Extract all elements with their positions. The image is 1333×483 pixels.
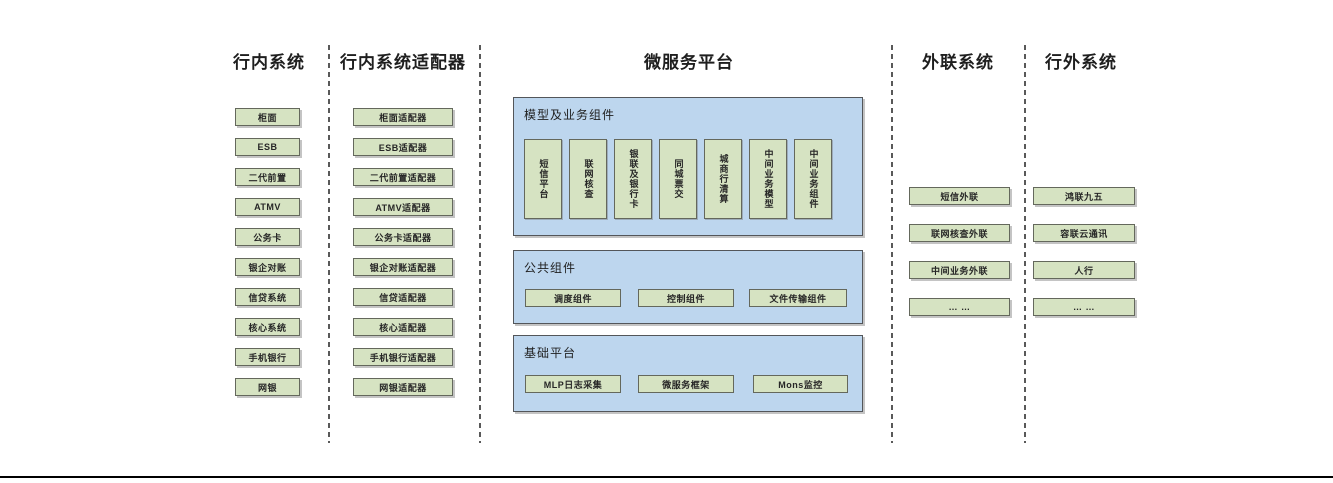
panel-base-platform: 基础平台 MLP日志采集 微服务框架 Mons监控 <box>513 335 863 412</box>
internal-system-node: ESB <box>235 138 300 156</box>
model-components-row: 短信平台 联网核查 银联及银行卡 同城票交 城商行清算 中间业务模型 中间业务组… <box>524 139 832 219</box>
common-component-node: 文件传输组件 <box>749 289 847 307</box>
column-title-microservice-platform: 微服务平台 <box>644 53 734 72</box>
internal-system-node: 手机银行 <box>235 348 300 366</box>
external-system-node: 鸿联九五 <box>1033 187 1135 205</box>
adapter-node: 二代前置适配器 <box>353 168 453 186</box>
bottom-rule <box>0 476 1333 478</box>
adapter-node: 银企对账适配器 <box>353 258 453 276</box>
component-node: 城商行清算 <box>704 139 742 219</box>
adapter-node: 手机银行适配器 <box>353 348 453 366</box>
external-system-node: 人行 <box>1033 261 1135 279</box>
base-platform-node: Mons监控 <box>753 375 848 393</box>
component-label: 联网核查 <box>583 159 594 199</box>
common-component-node: 控制组件 <box>638 289 734 307</box>
adapter-node: ESB适配器 <box>353 138 453 156</box>
base-platform-node: MLP日志采集 <box>525 375 621 393</box>
column-title-internal-systems: 行内系统 <box>233 53 305 72</box>
adapter-node: 核心适配器 <box>353 318 453 336</box>
adapter-node: 信贷适配器 <box>353 288 453 306</box>
outbound-system-node: … … <box>909 298 1010 316</box>
common-component-node: 调度组件 <box>525 289 621 307</box>
internal-system-node: 公务卡 <box>235 228 300 246</box>
internal-system-node: 柜面 <box>235 108 300 126</box>
adapter-node: 公务卡适配器 <box>353 228 453 246</box>
outbound-system-node: 短信外联 <box>909 187 1010 205</box>
component-label: 中间业务模型 <box>763 149 774 209</box>
adapter-node: 柜面适配器 <box>353 108 453 126</box>
outbound-system-node: 中间业务外联 <box>909 261 1010 279</box>
internal-system-node: 信贷系统 <box>235 288 300 306</box>
adapter-node: ATMV适配器 <box>353 198 453 216</box>
column-title-external-systems: 行外系统 <box>1045 53 1117 72</box>
external-system-node: … … <box>1033 298 1135 316</box>
component-label: 城商行清算 <box>718 154 729 204</box>
adapter-node: 网银适配器 <box>353 378 453 396</box>
component-node: 同城票交 <box>659 139 697 219</box>
component-node: 中间业务组件 <box>794 139 832 219</box>
internal-system-node: ATMV <box>235 198 300 216</box>
column-title-internal-adapters: 行内系统适配器 <box>340 53 466 72</box>
outbound-system-node: 联网核查外联 <box>909 224 1010 242</box>
internal-system-node: 银企对账 <box>235 258 300 276</box>
internal-system-node: 二代前置 <box>235 168 300 186</box>
internal-system-node: 网银 <box>235 378 300 396</box>
panel-title-base-platform: 基础平台 <box>524 346 577 360</box>
component-node: 中间业务模型 <box>749 139 787 219</box>
component-label: 同城票交 <box>673 159 684 199</box>
column-divider-1 <box>328 45 330 443</box>
base-platform-node: 微服务框架 <box>638 375 734 393</box>
panel-title-common-components: 公共组件 <box>524 261 577 275</box>
component-node: 银联及银行卡 <box>614 139 652 219</box>
component-node: 短信平台 <box>524 139 562 219</box>
internal-system-node: 核心系统 <box>235 318 300 336</box>
column-divider-2 <box>479 45 481 443</box>
column-divider-3 <box>891 45 893 443</box>
panel-title-model-components: 模型及业务组件 <box>524 108 616 122</box>
column-title-outbound-systems: 外联系统 <box>922 53 994 72</box>
column-divider-4 <box>1024 45 1026 443</box>
component-node: 联网核查 <box>569 139 607 219</box>
external-system-node: 容联云通讯 <box>1033 224 1135 242</box>
panel-model-business-components: 模型及业务组件 短信平台 联网核查 银联及银行卡 同城票交 城商行清算 中间业务… <box>513 97 863 236</box>
component-label: 短信平台 <box>538 159 549 199</box>
component-label: 中间业务组件 <box>808 149 819 209</box>
panel-common-components: 公共组件 调度组件 控制组件 文件传输组件 <box>513 250 863 324</box>
component-label: 银联及银行卡 <box>628 149 639 209</box>
